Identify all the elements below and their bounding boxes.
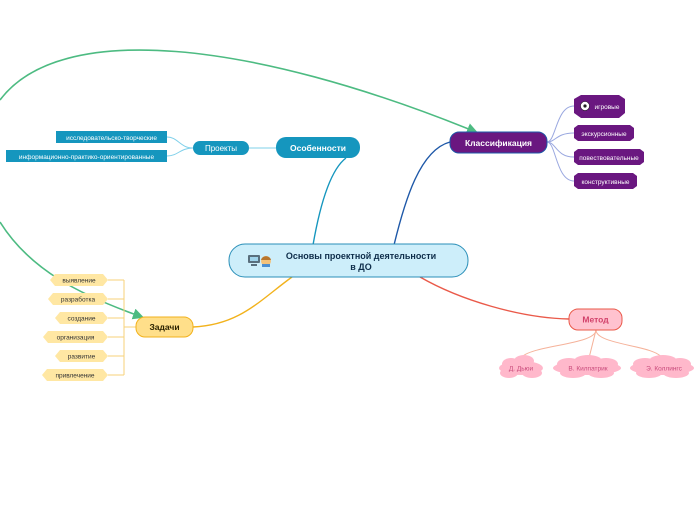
task-item-label: создание bbox=[68, 316, 96, 323]
class-item-constructive[interactable]: конструктивные bbox=[574, 173, 637, 189]
tasks-label: Задачи bbox=[149, 322, 179, 332]
projects-label: Проекты bbox=[205, 144, 237, 153]
connector-class-item-2 bbox=[546, 132, 575, 143]
central-title-line1: Основы проектной деятельности bbox=[286, 251, 436, 261]
connector-class-item-4 bbox=[546, 141, 575, 182]
method-label: Метод bbox=[582, 315, 609, 325]
class-item-label: конструктивные bbox=[582, 179, 630, 186]
class-item-narrative[interactable]: повествовательные bbox=[574, 149, 644, 165]
connector-project-item-2 bbox=[166, 147, 194, 157]
project-item-label: информационно-практико-ориентированные bbox=[19, 154, 155, 161]
method-item-label: Д. Дьюи bbox=[509, 366, 534, 373]
connector-classification bbox=[393, 141, 451, 246]
method-item-label: В. Килпатрик bbox=[568, 366, 607, 373]
child-face-icon bbox=[261, 256, 271, 267]
project-item-label: исследовательско-творческие bbox=[66, 135, 157, 142]
connector-method bbox=[419, 276, 570, 320]
computer-icon bbox=[248, 255, 260, 266]
connector-method-item-3 bbox=[595, 329, 663, 359]
class-item-label: игровые bbox=[595, 104, 620, 111]
central-title-line2: в ДО bbox=[350, 262, 371, 272]
class-item-label: экскурсионные bbox=[581, 131, 627, 138]
connector-method-item-1 bbox=[520, 329, 597, 359]
task-item-label: выявление bbox=[62, 278, 96, 285]
connector-features bbox=[312, 157, 347, 246]
connector-class-item-3 bbox=[546, 141, 575, 158]
task-item-label: разработка bbox=[61, 296, 96, 304]
task-item-create[interactable]: создание bbox=[55, 312, 108, 324]
classification-label: Классификация bbox=[465, 138, 532, 148]
class-item-label: повествовательные bbox=[579, 155, 639, 162]
project-item-research[interactable]: исследовательско-творческие bbox=[56, 131, 167, 143]
classification-node[interactable]: Классификация bbox=[449, 131, 548, 154]
projects-node[interactable]: Проекты bbox=[193, 141, 249, 155]
cross-link-arrow-classification bbox=[0, 49, 479, 134]
task-item-engage[interactable]: привлечение bbox=[42, 369, 108, 381]
method-item-label: Э. Коллингс bbox=[646, 366, 683, 373]
task-item-develop[interactable]: разработка bbox=[48, 293, 108, 305]
project-item-information[interactable]: информационно-практико-ориентированные bbox=[6, 150, 167, 162]
connector-tasks bbox=[192, 276, 293, 328]
class-item-game[interactable]: игровые bbox=[574, 95, 625, 118]
tasks-node[interactable]: Задачи bbox=[135, 316, 194, 338]
method-node[interactable]: Метод bbox=[568, 308, 623, 331]
task-item-label: развитие bbox=[68, 354, 96, 361]
class-item-excursion[interactable]: экскурсионные bbox=[574, 125, 634, 141]
central-topic[interactable]: Основы проектной деятельности в ДО bbox=[228, 243, 469, 278]
task-item-identify[interactable]: выявление bbox=[50, 274, 108, 286]
features-label: Особенности bbox=[290, 143, 346, 153]
connector-project-item-1 bbox=[166, 136, 194, 149]
connector-method-item-2 bbox=[588, 329, 597, 359]
connector-class-item-1 bbox=[546, 105, 575, 143]
task-item-organize[interactable]: организация bbox=[43, 331, 108, 343]
method-item-kilpatrick[interactable]: В. Килпатрик bbox=[553, 355, 621, 378]
task-item-develop-growth[interactable]: развитие bbox=[55, 350, 108, 362]
method-item-collings[interactable]: Э. Коллингс bbox=[630, 355, 694, 378]
method-item-dewey[interactable]: Д. Дьюи bbox=[499, 355, 543, 378]
task-item-label: привлечение bbox=[55, 373, 94, 380]
soccer-ball-icon bbox=[580, 101, 590, 111]
task-item-label: организация bbox=[57, 335, 95, 342]
tasks-bracket bbox=[108, 279, 136, 376]
features-node[interactable]: Особенности bbox=[276, 137, 360, 158]
